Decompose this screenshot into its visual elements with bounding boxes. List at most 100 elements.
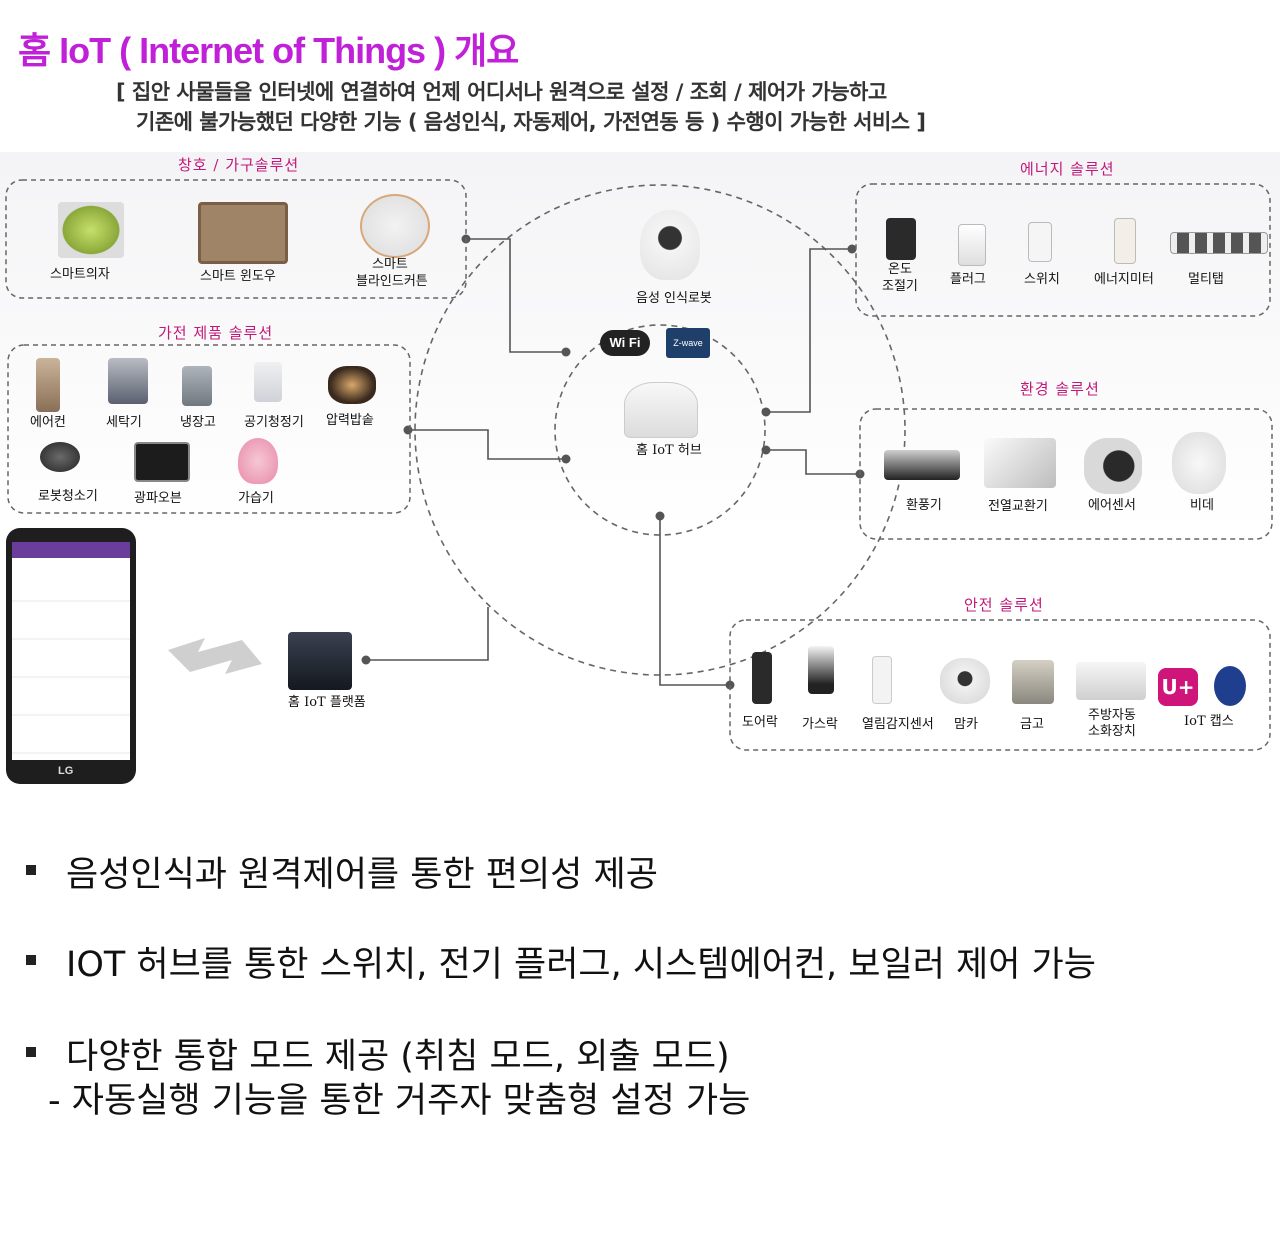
label-heat-exchanger: 전열교환기	[988, 499, 1048, 514]
label-washer: 세탁기	[106, 415, 142, 430]
hub-dashed-circle	[554, 324, 766, 536]
wifi-logo-icon: Wi Fi	[600, 330, 650, 356]
bullet-1: 음성인식과 원격제어를 통한 편의성 제공	[26, 846, 658, 897]
label-smart-chair: 스마트의자	[50, 267, 110, 282]
switch-icon	[1028, 222, 1052, 262]
iot-hub-icon	[624, 382, 698, 438]
label-switch: 스위치	[1024, 272, 1060, 287]
energy-title: 에너지 솔루션	[1020, 160, 1115, 178]
environment-title: 환경 솔루션	[1020, 380, 1100, 398]
blind-curtain-icon	[360, 194, 430, 258]
label-fridge: 냉장고	[180, 415, 216, 430]
label-air-sensor: 에어센서	[1088, 498, 1136, 513]
window-icon	[198, 202, 288, 264]
open-sensor-icon	[872, 656, 892, 704]
subtitle-line-2: 기존에 불가능했던 다양한 기능 ( 음성인식, 자동제어, 가전연동 등 ) …	[136, 110, 926, 134]
label-smart: 스마트	[372, 257, 408, 272]
label-voice-robot: 음성 인식로봇	[636, 291, 712, 306]
connection-lines	[5, 179, 1273, 751]
air-sensor-icon	[1084, 438, 1142, 494]
label-rice-cooker: 압력밥솥	[326, 413, 374, 428]
safety-box	[729, 619, 1271, 751]
label-door-lock: 도어락	[742, 715, 778, 730]
energy-meter-icon	[1114, 218, 1136, 264]
bullet-3-sub: - 자동실행 기능을 통한 거주자 맞춤형 설정 가능	[48, 1081, 751, 1121]
oven-icon	[134, 442, 190, 482]
label-smart-window: 스마트 윈도우	[200, 269, 276, 284]
baby-camera-icon	[940, 658, 990, 704]
label-safe: 금고	[1020, 717, 1044, 732]
air-purifier-icon	[254, 362, 282, 402]
phone-screen	[12, 542, 130, 760]
iot-diagram: 창호 / 가구솔루션 스마트의자 스마트 윈도우 스마트 블라인드커튼 가전 제…	[0, 152, 1280, 792]
label-ventilator: 환풍기	[906, 498, 942, 513]
label-open-sensor: 열림감지센서	[862, 717, 934, 732]
rice-cooker-icon	[328, 366, 376, 404]
line-energy	[766, 248, 852, 413]
environment-box	[859, 408, 1273, 540]
label-fire-device: 소화장치	[1088, 724, 1136, 739]
adt-logo-icon	[1214, 666, 1246, 706]
label-aircon: 에어컨	[30, 415, 66, 430]
appliance-box	[7, 344, 411, 514]
fire-extinguisher-icon	[1076, 662, 1146, 700]
label-blind-curtain: 블라인드커튼	[356, 274, 428, 289]
refrigerator-icon	[182, 366, 212, 406]
bullet-square-icon	[26, 1047, 36, 1057]
plug-icon	[958, 224, 986, 266]
wireless-signal-icon	[168, 638, 262, 674]
label-plug: 플러그	[950, 272, 986, 287]
label-gas-lock: 가스락	[802, 717, 838, 732]
line-environment	[766, 449, 860, 475]
label-iot-platform: 홈 IoT 플랫폼	[288, 695, 366, 710]
page-title: 홈 IoT ( Internet of Things ) 개요	[18, 30, 519, 71]
label-power-strip: 멀티탭	[1188, 272, 1224, 287]
washer-icon	[108, 358, 148, 404]
power-strip-icon	[1170, 232, 1268, 254]
label-iot-caps: IoT 캡스	[1184, 714, 1234, 729]
air-conditioner-icon	[36, 358, 60, 412]
line-platform	[366, 607, 489, 661]
outer-dashed-circle	[414, 184, 906, 676]
voice-robot-icon	[640, 210, 700, 280]
phone-brand: LG	[58, 765, 74, 777]
label-humidifier: 가습기	[238, 491, 274, 506]
label-temperature: 온도	[888, 262, 912, 277]
uplus-logo-icon: U+	[1158, 668, 1198, 706]
label-bidet: 비데	[1190, 498, 1214, 513]
energy-box	[855, 183, 1271, 317]
humidifier-icon	[238, 438, 278, 484]
thermostat-icon	[886, 218, 916, 260]
line-appliance	[408, 429, 566, 460]
furniture-title: 창호 / 가구솔루션	[178, 156, 300, 174]
label-purifier: 공기청정기	[244, 415, 304, 430]
gas-lock-icon	[808, 646, 834, 694]
label-robot-vacuum: 로봇청소기	[38, 489, 98, 504]
subtitle-line-1: [ 집안 사물들을 인터넷에 연결하여 언제 어디서나 원격으로 설정 / 조회…	[116, 80, 887, 104]
appliance-title: 가전 제품 솔루션	[158, 324, 274, 342]
ventilator-icon	[884, 450, 960, 480]
smartphone: LG	[6, 528, 136, 784]
bullet-square-icon	[26, 865, 36, 875]
line-safety	[659, 516, 730, 686]
bullet-square-icon	[26, 955, 36, 965]
label-iot-hub: 홈 IoT 허브	[636, 443, 702, 458]
bullet-2: IOT 허브를 통한 스위치, 전기 플러그, 시스템에어컨, 보일러 제어 가…	[26, 936, 1096, 987]
label-oven: 광파오븐	[134, 491, 182, 506]
safe-icon	[1012, 660, 1054, 704]
label-kitchen-auto: 주방자동	[1088, 708, 1136, 723]
label-baby-camera: 맘카	[954, 717, 978, 732]
robot-vacuum-icon	[40, 442, 80, 472]
furniture-box	[5, 179, 467, 299]
label-controller: 조절기	[882, 279, 918, 294]
chair-icon	[58, 202, 124, 258]
label-energy-meter: 에너지미터	[1094, 272, 1154, 287]
door-lock-icon	[752, 652, 772, 704]
line-furniture	[466, 238, 566, 353]
zwave-logo-icon: Z-wave	[666, 328, 710, 358]
bullet-3: 다양한 통합 모드 제공 (취침 모드, 외출 모드)	[26, 1028, 730, 1079]
server-icon	[288, 632, 352, 690]
safety-title: 안전 솔루션	[964, 596, 1044, 614]
bidet-icon	[1172, 432, 1226, 494]
heat-exchanger-icon	[984, 438, 1056, 488]
